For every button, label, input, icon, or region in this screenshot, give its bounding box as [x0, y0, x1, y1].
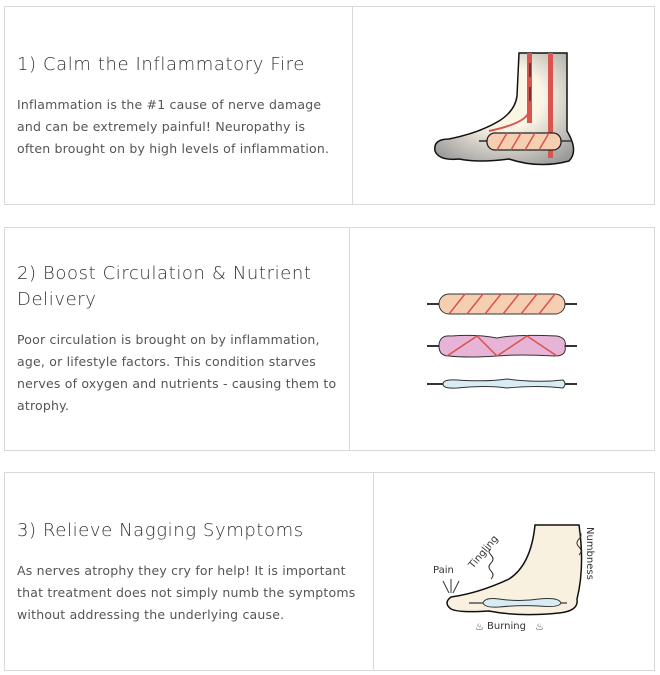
flame-icon: ♨	[475, 622, 484, 633]
section-card-symptoms: 3) Relieve Nagging Symptoms As nerves at…	[4, 472, 655, 671]
section-text: 2) Boost Circulation & Nutrient Delivery…	[5, 228, 350, 450]
pain-label: Pain	[433, 565, 454, 576]
burning-label: Burning	[487, 621, 526, 632]
section-text: 3) Relieve Nagging Symptoms As nerves at…	[5, 473, 374, 670]
section-body: As nerves atrophy they cry for help! It …	[17, 562, 356, 622]
foot-inflammation-illustration	[353, 7, 654, 204]
foot-symptoms-illustration: Pain Tingling Numbness Burning ♨ ♨	[374, 473, 654, 670]
section-card-inflammation: 1) Calm the Inflammatory Fire Inflammati…	[4, 6, 655, 205]
vessel-comparison-illustration	[350, 228, 654, 450]
foot-symptoms-icon: Pain Tingling Numbness Burning ♨ ♨	[433, 523, 595, 633]
section-title: 1) Calm the Inflammatory Fire	[17, 53, 305, 75]
blood-vessel-icon	[427, 293, 577, 389]
section-card-circulation: 2) Boost Circulation & Nutrient Delivery…	[4, 227, 655, 451]
numbness-label: Numbness	[584, 527, 595, 580]
section-body: Inflammation is the #1 cause of nerve da…	[17, 96, 330, 156]
section-body: Poor circulation is brought on by inflam…	[17, 332, 337, 413]
flame-icon: ♨	[535, 622, 544, 633]
tingling-label: Tingling	[466, 533, 500, 571]
section-title: 3) Relieve Nagging Symptoms	[17, 519, 304, 541]
foot-inflamed-icon	[433, 51, 574, 165]
section-title: 2) Boost Circulation & Nutrient Delivery	[17, 263, 312, 310]
section-text: 1) Calm the Inflammatory Fire Inflammati…	[5, 7, 353, 204]
